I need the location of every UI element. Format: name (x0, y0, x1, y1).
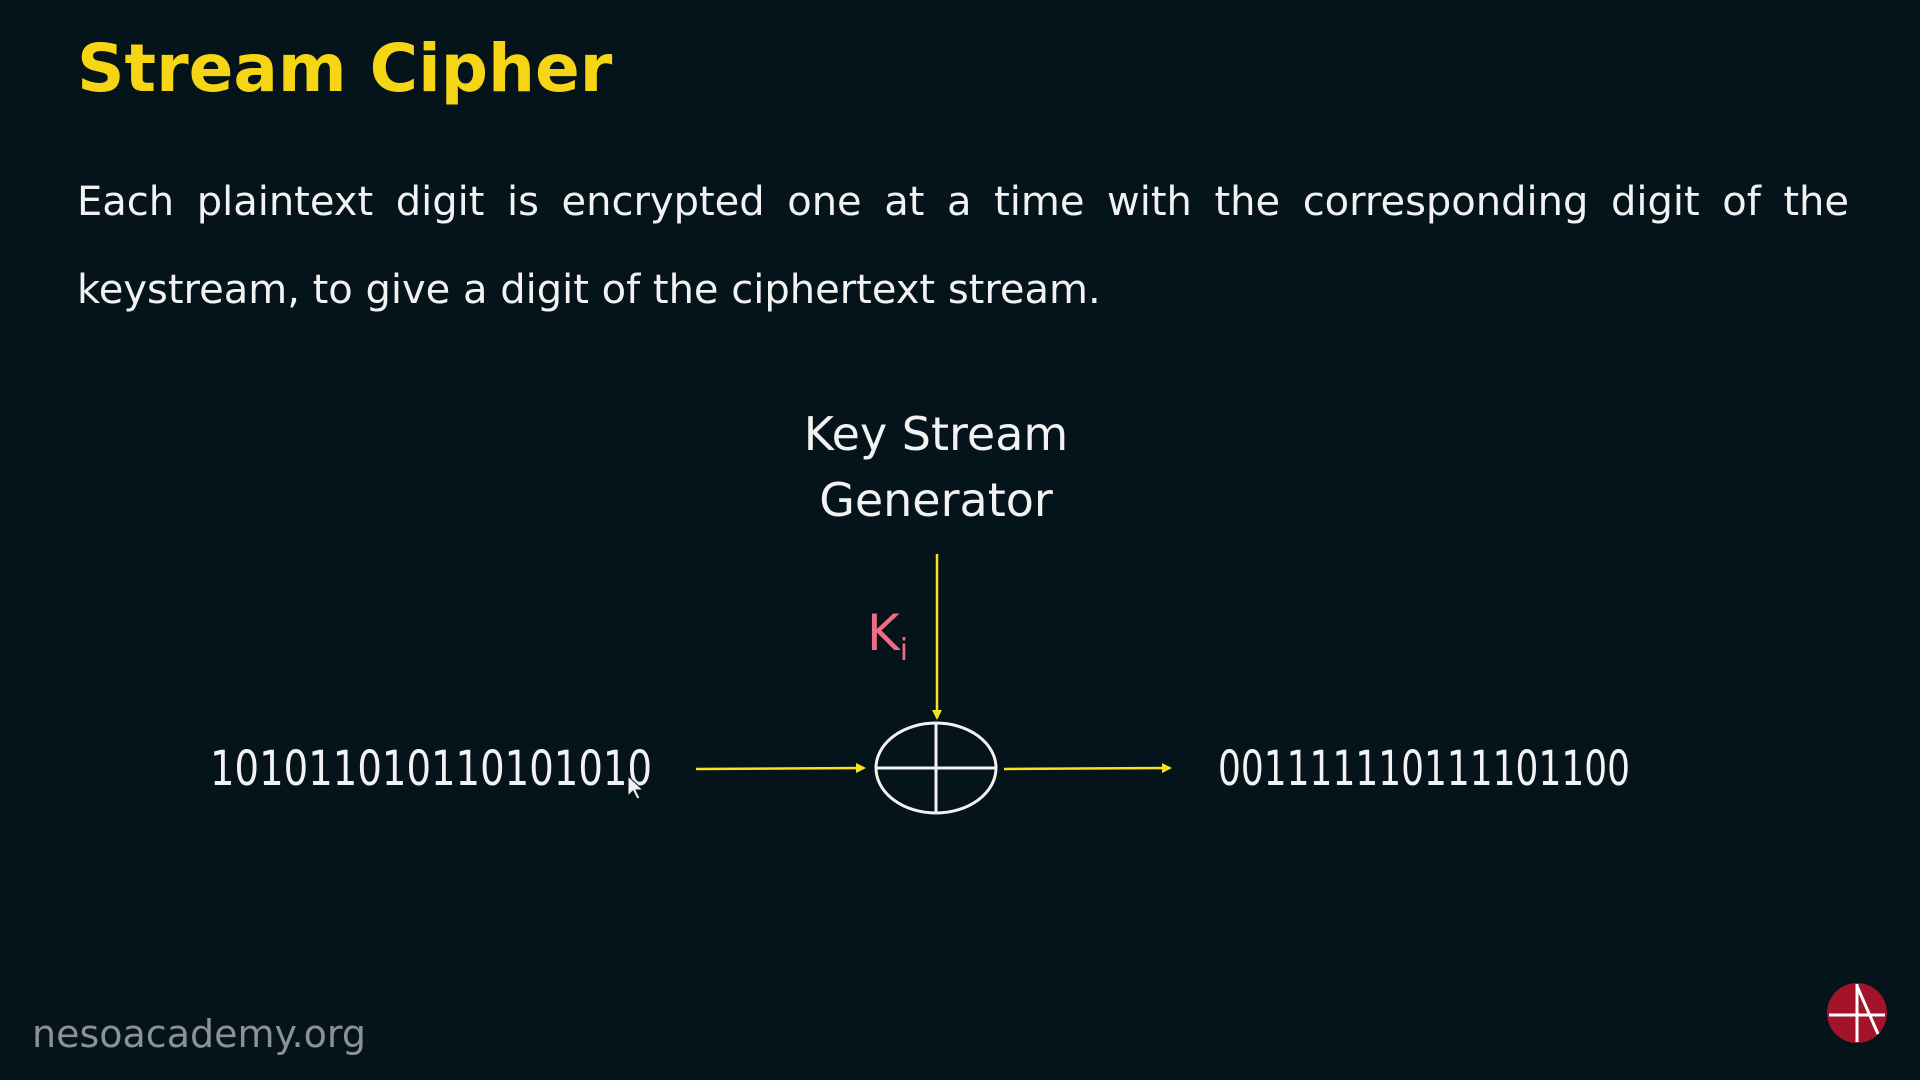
plaintext-arrow (695, 763, 866, 774)
neso-academy-logo-icon (1827, 983, 1887, 1043)
generator-label-line2: Generator (819, 473, 1053, 527)
mouse-cursor-icon (627, 774, 645, 800)
key-label: Ki (867, 604, 908, 668)
ciphertext-bits: 001111110111101100 (1218, 741, 1630, 797)
ciphertext-arrow (1003, 763, 1172, 774)
plaintext-bits: 1010110101101010​10 (210, 741, 652, 797)
generator-label-line1: Key Stream (804, 407, 1068, 461)
key-symbol: K (867, 604, 901, 662)
slide-title: Stream Cipher (77, 30, 613, 107)
key-subscript: i (900, 633, 908, 668)
slide-description: Each plaintext digit is encrypted one at… (77, 179, 1849, 313)
website-watermark: nesoacademy.org (32, 1012, 366, 1056)
xor-icon (874, 721, 998, 815)
